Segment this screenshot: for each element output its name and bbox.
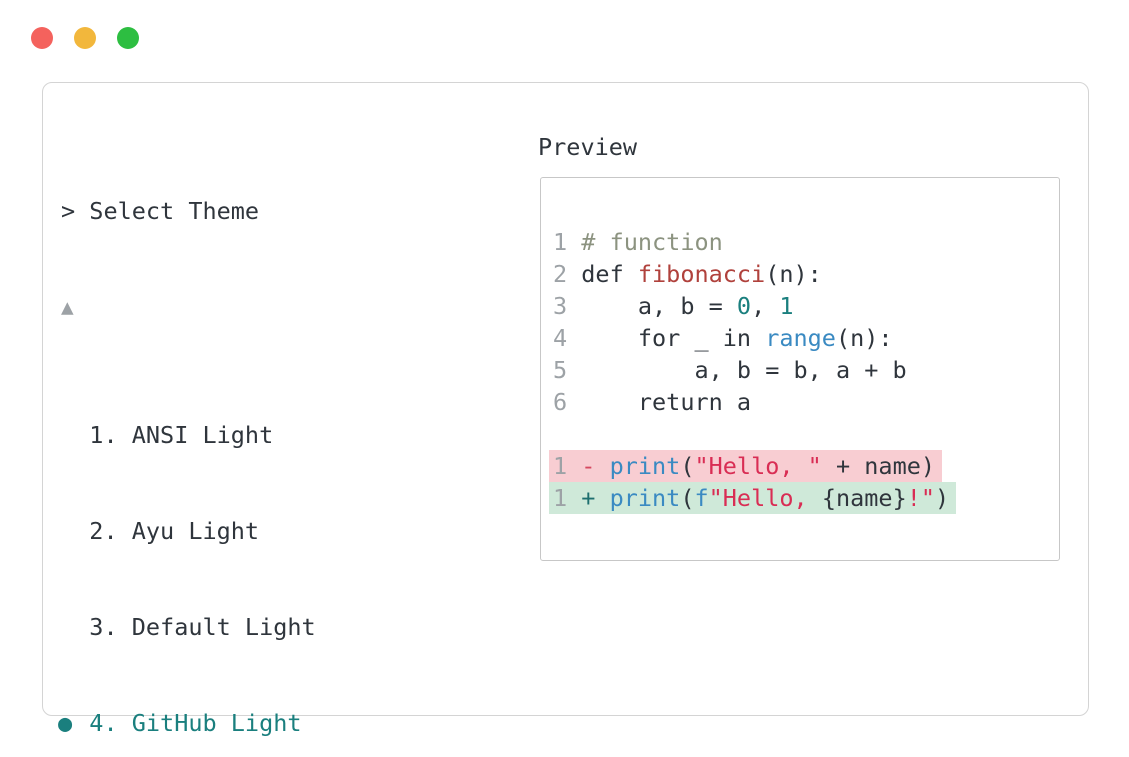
- selected-bullet-icon: [58, 517, 72, 545]
- selected-bullet-icon: ●: [58, 709, 73, 737]
- window-controls: [31, 27, 139, 49]
- theme-number: 2.: [75, 517, 132, 545]
- code-line: 3 a, b = 0, 1: [553, 292, 794, 320]
- theme-name: GitHub Light: [131, 709, 302, 737]
- code-line: 6 return a: [553, 388, 752, 416]
- line-number: 5: [553, 356, 568, 384]
- diff-added-line: 1+ print(f"Hello, {name}!"): [549, 482, 1059, 514]
- theme-option-github-light[interactable]: ● 4. GitHub Light: [58, 707, 883, 739]
- line-number: 1: [553, 484, 568, 512]
- theme-option-ansi-light[interactable]: 1. ANSI Light: [61, 419, 883, 451]
- line-number: 2: [553, 260, 568, 288]
- blank-code-line: [553, 418, 1059, 450]
- theme-name: Ayu Light: [131, 517, 260, 545]
- theme-name: ANSI Light: [131, 421, 274, 449]
- maximize-window-icon[interactable]: [117, 27, 139, 49]
- line-number: 6: [553, 388, 568, 416]
- preview-label: Preview: [538, 133, 638, 161]
- theme-number: 3.: [75, 613, 132, 641]
- theme-number: 4.: [75, 709, 132, 737]
- theme-name: Default Light: [131, 613, 316, 641]
- theme-option-ayu-light[interactable]: 2. Ayu Light: [61, 515, 883, 547]
- code-line: 4 for _ in range(n):: [553, 324, 893, 352]
- theme-option-default-light[interactable]: 3. Default Light: [61, 611, 883, 643]
- diff-plus-sign: +: [581, 484, 610, 512]
- line-number: 1: [553, 452, 568, 480]
- line-number: 3: [553, 292, 568, 320]
- minimize-window-icon[interactable]: [74, 27, 96, 49]
- theme-list-pane: > Select Theme ▲ 1. ANSI Light 2. Ayu Li…: [58, 131, 883, 757]
- theme-number: 1.: [75, 421, 132, 449]
- close-window-icon[interactable]: [31, 27, 53, 49]
- selected-bullet-icon: [58, 421, 72, 449]
- diff-minus-sign: -: [581, 452, 610, 480]
- code-line: 1# function: [553, 228, 723, 256]
- theme-selector-dialog: > Select Theme ▲ 1. ANSI Light 2. Ayu Li…: [42, 82, 1089, 737]
- scroll-up-icon[interactable]: ▲: [61, 295, 74, 319]
- line-number: 4: [553, 324, 568, 352]
- selected-bullet-icon: [58, 613, 72, 641]
- code-line: 5 a, b = b, a + b: [553, 356, 907, 384]
- select-theme-prompt: > Select Theme: [61, 197, 260, 225]
- line-number: 1: [553, 228, 568, 256]
- diff-removed-line: 1- print("Hello, " + name): [549, 450, 1059, 482]
